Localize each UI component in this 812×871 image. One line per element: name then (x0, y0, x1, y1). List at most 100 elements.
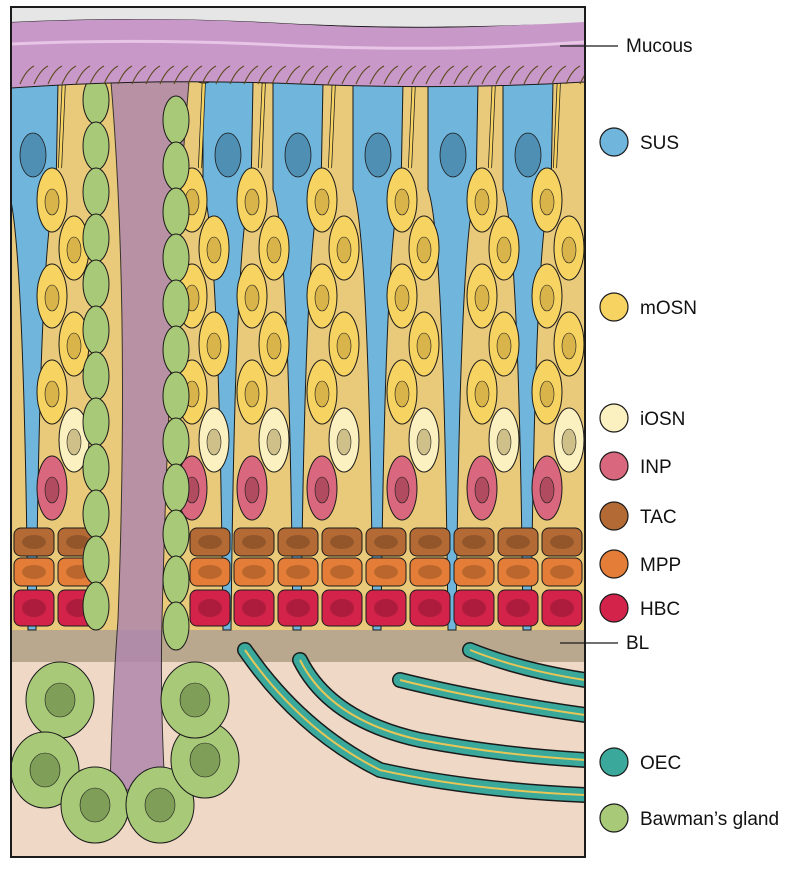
cilium (215, 65, 231, 85)
neuron-nucleus (539, 476, 555, 504)
neuron-nucleus (44, 380, 60, 408)
legend-label-bawman-gland: Bawman’s gland (640, 809, 779, 830)
basal-nucleus (22, 599, 46, 617)
legend-label-hbc: HBC (640, 599, 680, 620)
basal-nucleus (330, 565, 354, 579)
cilium (383, 65, 399, 85)
cilium (537, 65, 553, 85)
axon (469, 649, 585, 681)
gland-cell (82, 213, 110, 263)
neuron-nucleus (474, 476, 490, 504)
basal-nucleus (242, 535, 266, 549)
cilium (313, 65, 329, 85)
basal-cell (233, 557, 275, 587)
mucous-label: Mucous (626, 36, 693, 57)
neuron-nucleus (394, 380, 410, 408)
neuron-nucleus (416, 428, 432, 456)
neuron-nucleus (474, 188, 490, 216)
gland-cell (82, 489, 110, 539)
basal-cell (453, 557, 495, 587)
basal-cell (277, 557, 319, 587)
basal-nucleus (418, 535, 442, 549)
gland-cell (162, 463, 190, 513)
gland-cell (162, 371, 190, 421)
basal-nucleus (550, 535, 574, 549)
basal-nucleus (198, 565, 222, 579)
neuron-nucleus (394, 476, 410, 504)
cilium (103, 65, 119, 85)
basal-nucleus (286, 565, 310, 579)
axon (399, 679, 585, 716)
neuron-nucleus (474, 380, 490, 408)
legend-item-tac: TAC (599, 501, 677, 531)
cilium (117, 65, 133, 85)
basal-nucleus (374, 565, 398, 579)
dendrite-fill (553, 77, 561, 169)
basal-cell (13, 557, 55, 587)
legend-swatch-sus (599, 127, 629, 157)
basal-nucleus (550, 599, 574, 617)
basal-cell (497, 589, 539, 627)
basal-cell (321, 527, 363, 557)
olfactory-cilia (19, 65, 585, 85)
gland-cell (162, 509, 190, 559)
basal-nucleus (242, 599, 266, 617)
cilium (355, 65, 371, 85)
basal-nucleus (550, 565, 574, 579)
cilium (131, 65, 147, 85)
neuron-nucleus (394, 188, 410, 216)
basal-nucleus (198, 599, 222, 617)
basal-cell (277, 589, 319, 627)
basal-nucleus (506, 535, 530, 549)
cilium (467, 65, 483, 85)
gland-nucleus (179, 682, 211, 718)
gland-cell (82, 121, 110, 171)
basal-cell (365, 557, 407, 587)
dendrite-fill (408, 77, 416, 169)
neuron-nucleus (474, 284, 490, 312)
basal-nucleus (330, 535, 354, 549)
neuron-nucleus (44, 476, 60, 504)
sus-nucleus (284, 132, 312, 178)
neuron-nucleus (394, 284, 410, 312)
axon (299, 659, 585, 761)
legend-swatch-tac (599, 501, 629, 531)
cilium (509, 65, 525, 85)
cilium (201, 65, 217, 85)
legend-label-mosn: mOSN (640, 298, 697, 319)
legend-label-tac: TAC (640, 507, 677, 528)
cilium (579, 73, 585, 85)
neuron-nucleus (244, 476, 260, 504)
basal-cell (453, 527, 495, 557)
neuron-nucleus (206, 428, 222, 456)
basal-cell (409, 557, 451, 587)
cilium (173, 65, 189, 85)
legend-item-bawman-gland: Bawman’s gland (599, 803, 779, 833)
basal-nucleus (330, 599, 354, 617)
cilium (411, 65, 427, 85)
dendrite-fill (488, 77, 496, 169)
gland-nucleus (144, 787, 176, 823)
neuron-nucleus (416, 236, 432, 264)
neuron-nucleus (314, 476, 330, 504)
axon (244, 649, 585, 796)
basal-cell (189, 589, 231, 627)
gland-cell (162, 141, 190, 191)
basal-cell (189, 527, 231, 557)
neuron-nucleus (266, 332, 282, 360)
cilium (565, 65, 581, 85)
cilium (145, 65, 161, 85)
gland-cell (82, 351, 110, 401)
neuron-nucleus (416, 332, 432, 360)
basal-cell (233, 589, 275, 627)
cilium (271, 65, 287, 85)
neuron-nucleus (266, 236, 282, 264)
cilium (327, 65, 343, 85)
gland-cell (82, 443, 110, 493)
neuron-nucleus (336, 428, 352, 456)
cilium (89, 65, 105, 85)
legend-item-iosn: iOSN (599, 403, 685, 433)
cilium (75, 65, 91, 85)
gland-cell (162, 279, 190, 329)
